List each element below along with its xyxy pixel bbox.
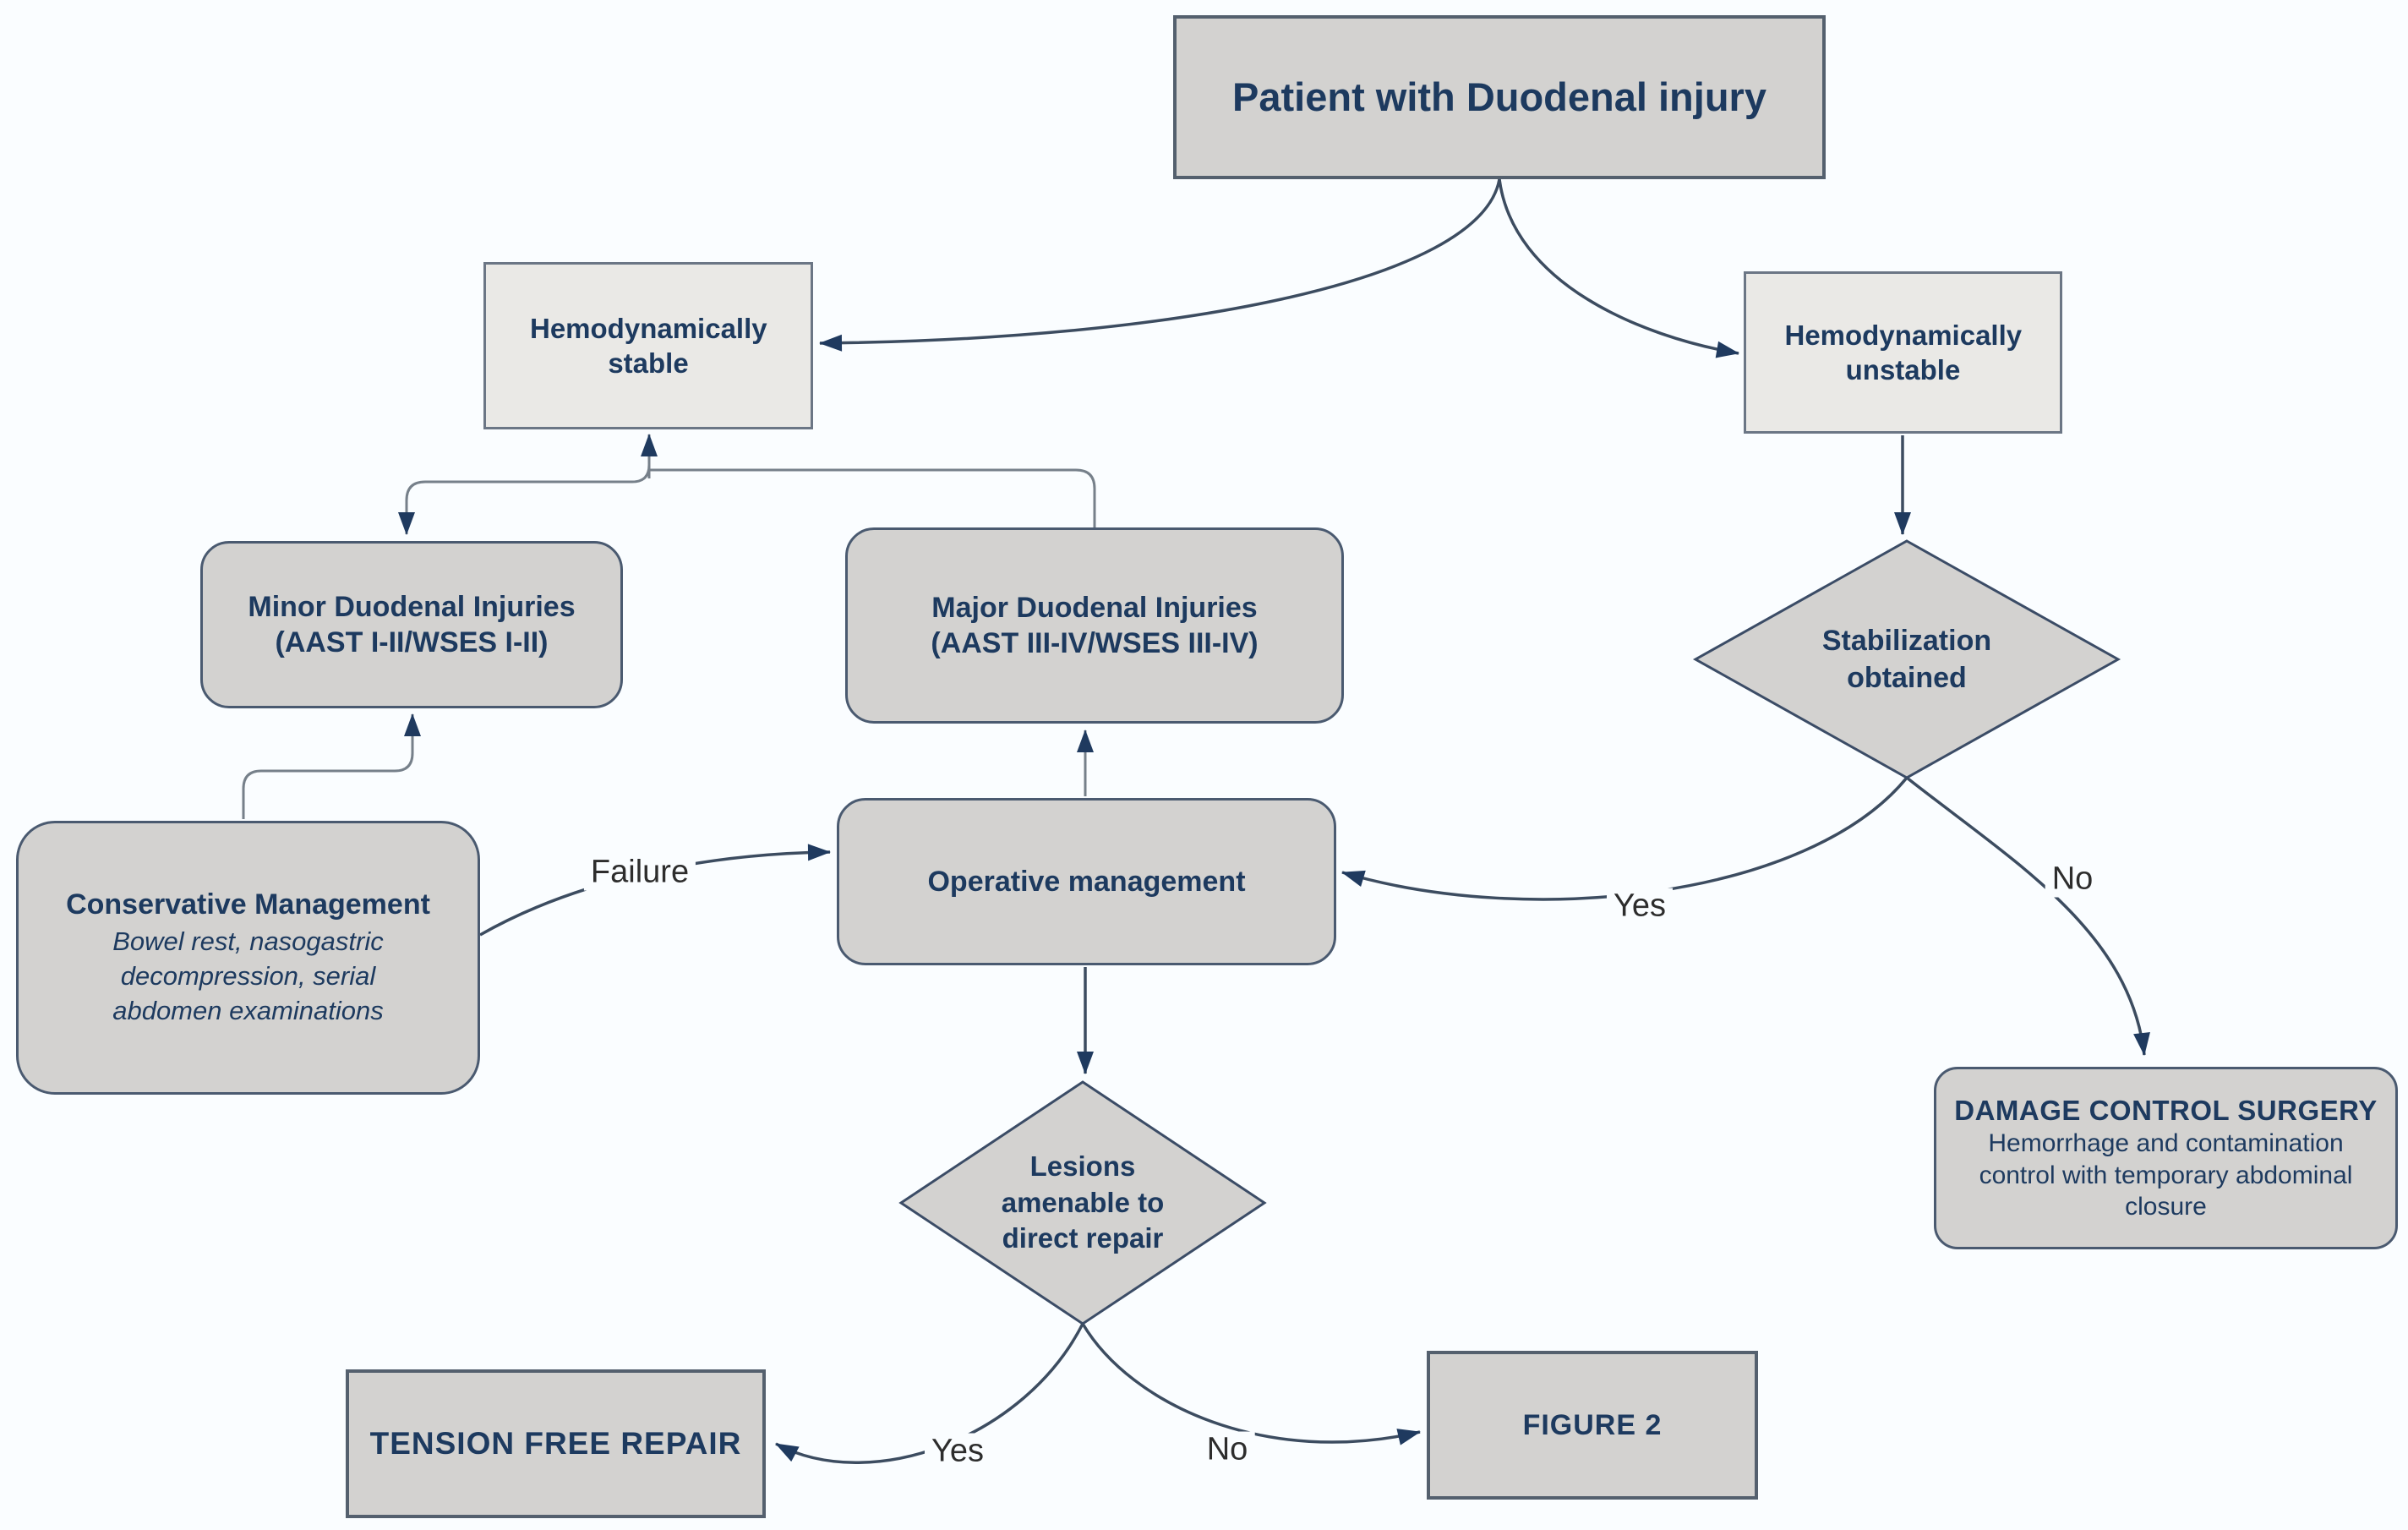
node-patient-label: Patient with Duodenal injury xyxy=(1232,74,1766,119)
node-stabilization-label: Stabilization obtained xyxy=(1821,624,1992,694)
node-lesions-label: Lesions amenable to direct repair xyxy=(1001,1150,1165,1254)
node-conservative-management: Conservative Management Bowel rest, naso… xyxy=(16,821,480,1095)
edge-junction-to-major xyxy=(649,468,1096,527)
lesions-diamond xyxy=(898,1080,1267,1325)
node-patient-duodenal-injury: Patient with Duodenal injury xyxy=(1173,15,1826,179)
node-figure2-label: FIGURE 2 xyxy=(1522,1408,1663,1441)
edge-label-lesions-yes: Yes xyxy=(925,1433,991,1470)
edge-lesions-no xyxy=(1081,1323,1421,1445)
node-hemodynamically-stable: Hemodynamically stable xyxy=(483,262,813,429)
node-damage-body: Hemorrhage and contamination control wit… xyxy=(1979,1129,2353,1221)
node-conservative-body: Bowel rest, nasogastric decompression, s… xyxy=(112,926,384,1025)
node-major-line1: Major Duodenal Injuries xyxy=(931,591,1258,624)
node-major-line2: (AAST III-IV/WSES III-IV) xyxy=(931,627,1259,659)
edge-stabilization-yes xyxy=(1341,776,1908,901)
node-damage-title: DAMAGE CONTROL SURGERY xyxy=(1954,1095,2378,1127)
edge-label-failure: Failure xyxy=(583,854,696,891)
node-figure-2: FIGURE 2 xyxy=(1427,1351,1758,1500)
node-unstable-label: Hemodynamically unstable xyxy=(1784,319,2023,385)
node-major-duodenal-injuries: Major Duodenal Injuries (AAST III-IV/WSE… xyxy=(845,527,1344,724)
node-minor-duodenal-injuries: Minor Duodenal Injuries (AAST I-II/WSES … xyxy=(200,541,623,708)
node-damage-control-surgery: DAMAGE CONTROL SURGERY Hemorrhage and co… xyxy=(1934,1067,2398,1249)
edge-stabilization-no xyxy=(1905,776,2150,1056)
edge-label-lesions-no: No xyxy=(1199,1431,1255,1468)
edge-patient-to-stable xyxy=(819,178,1501,352)
edge-patient-to-unstable xyxy=(1498,178,1739,358)
edge-label-stabilization-yes: Yes xyxy=(1607,888,1673,925)
node-operative-label: Operative management xyxy=(927,865,1246,898)
node-stabilization-obtained: Stabilization obtained xyxy=(1695,541,2118,778)
stabilization-diamond xyxy=(1692,539,2121,779)
node-stable-label: Hemodynamically stable xyxy=(530,312,767,379)
node-minor-line1: Minor Duodenal Injuries xyxy=(248,590,576,623)
edge-conservative-to-minor xyxy=(242,713,421,819)
edge-label-stabilization-no: No xyxy=(2045,861,2100,898)
node-tension-label: TENSION FREE REPAIR xyxy=(369,1425,742,1461)
node-operative-management: Operative management xyxy=(837,798,1336,965)
node-conservative-title: Conservative Management xyxy=(66,888,430,921)
node-lesions-amenable: Lesions amenable to direct repair xyxy=(901,1082,1264,1324)
edge-junction-to-minor xyxy=(398,463,651,535)
node-tension-free-repair: TENSION FREE REPAIR xyxy=(346,1369,766,1518)
node-hemodynamically-unstable: Hemodynamically unstable xyxy=(1744,271,2062,434)
node-minor-line2: (AAST I-II/WSES I-II) xyxy=(275,626,549,658)
